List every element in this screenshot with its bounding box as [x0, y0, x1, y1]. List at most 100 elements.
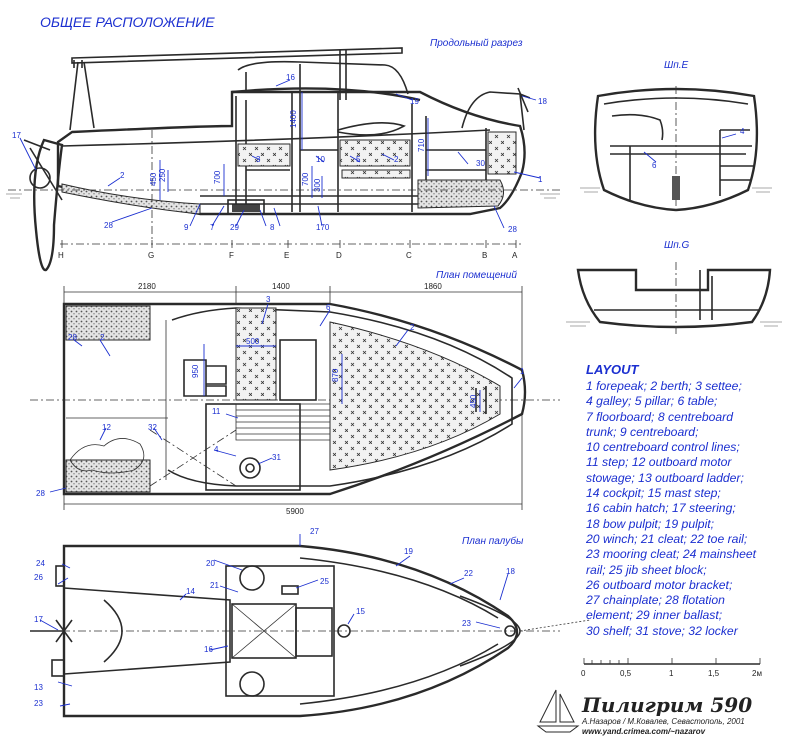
callout-14-deck: 14 [186, 587, 195, 596]
scale-2m: 2м [752, 669, 762, 678]
scale-0: 0 [581, 669, 586, 678]
section-g [566, 262, 782, 336]
callout-29-side: 29 [230, 223, 239, 232]
water-ticks-right [540, 193, 560, 199]
table-plan [279, 339, 317, 401]
station-g: G [148, 251, 154, 260]
dim-700a-vertical: 700 [213, 170, 222, 184]
cabin-top [225, 565, 335, 697]
cockpit-locker-outlines [183, 359, 227, 397]
scale-15: 1,5 [708, 669, 720, 678]
room-plan [30, 286, 560, 510]
sliding-hatch [295, 607, 333, 657]
callout-25-deck: 25 [320, 577, 329, 586]
callout-3-room: 3 [266, 295, 271, 304]
callout-12-room: 12 [102, 423, 111, 432]
deck-plan-labels: 24 26 17 13 23 14 20 21 25 27 19 22 18 2… [34, 527, 515, 708]
room-plan-hull [62, 302, 527, 496]
leaders-longitudinal [19, 79, 541, 229]
station-labels: H G F E D C B A [58, 251, 518, 260]
dim-450-vertical: 450 [149, 172, 158, 186]
toe-rail-stbd [299, 643, 499, 705]
mast-crutch [69, 60, 95, 131]
flotation-room-aft-bottom [65, 459, 151, 493]
callout-16-deck: 16 [204, 645, 213, 654]
callout-8-side: 8 [270, 223, 275, 232]
room-plan-title: План помещений [436, 270, 517, 281]
callout-170-dim: 170 [316, 223, 330, 232]
dim-1400-vertical: 1400 [289, 110, 298, 128]
dim-300-vertical: 300 [313, 178, 322, 192]
callout-2b-side: 2 [394, 155, 399, 164]
floorboard-plan [235, 403, 331, 441]
station-d: D [336, 251, 342, 260]
callout-11-room: 11 [212, 407, 221, 416]
section-g-waterline [566, 321, 782, 327]
longitudinal-callouts: 17 2 28 9 7 29 8 170 28 1 30 2 5 3 10 16… [12, 73, 547, 234]
callout-16-side: 16 [286, 73, 295, 82]
water-ticks-left [6, 193, 22, 199]
callout-23-deck-aft: 23 [34, 699, 43, 708]
deck-plan-title: План палубы [462, 536, 524, 547]
deck-plan [30, 534, 591, 718]
mast-step-plan [337, 624, 351, 638]
deck-plan-hull [62, 544, 519, 718]
callout-21-deck: 21 [210, 581, 219, 590]
section-e-waterline [580, 187, 772, 193]
website-url: www.yand.crimea.com/~nazarov [582, 727, 706, 736]
callout-27-deck: 27 [310, 527, 319, 536]
station-a: A [512, 251, 518, 260]
forestay [517, 87, 531, 113]
section-e-hatch [611, 113, 664, 141]
hatch-cross [231, 603, 297, 659]
callout-13-deck: 13 [34, 683, 43, 692]
callout-2-side: 2 [120, 171, 125, 180]
dim-450-room: 450 [469, 394, 478, 408]
callout-28-room-top: 28 [68, 333, 77, 342]
bow-cleat [504, 625, 516, 637]
callout-18-side: 18 [538, 97, 547, 106]
cockpit-outline [63, 587, 231, 675]
callout-28-room-bottom: 28 [36, 489, 45, 498]
callout-32-room: 32 [148, 423, 157, 432]
callout-28-side-fwd: 28 [508, 225, 517, 234]
bow-fitting [475, 386, 487, 414]
outboard-cross-lines [66, 320, 168, 480]
callout-15-deck: 15 [356, 607, 365, 616]
scale-05: 0,5 [620, 669, 632, 678]
dim-870-room: 870 [331, 368, 340, 382]
dim-500-room: 500 [246, 337, 260, 346]
rudder-hub [29, 167, 51, 189]
section-e-keel [672, 176, 680, 200]
tiller [23, 139, 63, 201]
flotation-aft [61, 183, 201, 215]
callout-26-deck: 26 [34, 573, 43, 582]
callout-17-side: 17 [12, 131, 21, 140]
mainsheet-rail [55, 565, 65, 587]
callout-23-deck-fwd: 23 [462, 619, 471, 628]
callout-4-section-e: 4 [740, 127, 745, 136]
callout-6-room: 6 [326, 303, 331, 312]
cabin-roof [231, 87, 421, 102]
authors-line: А.Назаров / М.Ковалев, Севастополь, 2001 [581, 717, 745, 726]
section-e-hull [593, 87, 759, 212]
station-ticks [61, 240, 517, 248]
dim-5900: 5900 [286, 507, 304, 516]
callout-19-side: 19 [410, 97, 419, 106]
callout-17-deck: 17 [34, 615, 43, 624]
section-e-leaders [643, 133, 737, 163]
cockpit-arc [103, 599, 123, 663]
callout-1-room: 1 [520, 367, 525, 376]
callout-20-deck: 20 [206, 559, 215, 568]
callout-18-deck: 18 [506, 567, 515, 576]
longitudinal-section [6, 47, 560, 272]
callout-19-deck: 19 [404, 547, 413, 556]
scale-ticks [583, 658, 761, 664]
sheer-line [61, 129, 491, 147]
callout-6-section-e: 6 [652, 161, 657, 170]
room-leaders [49, 303, 523, 493]
scale-bar: 0 0,5 1 1,5 2м [581, 658, 762, 678]
section-g-title: Шп.G [664, 240, 690, 251]
section-g-hull [576, 268, 772, 329]
